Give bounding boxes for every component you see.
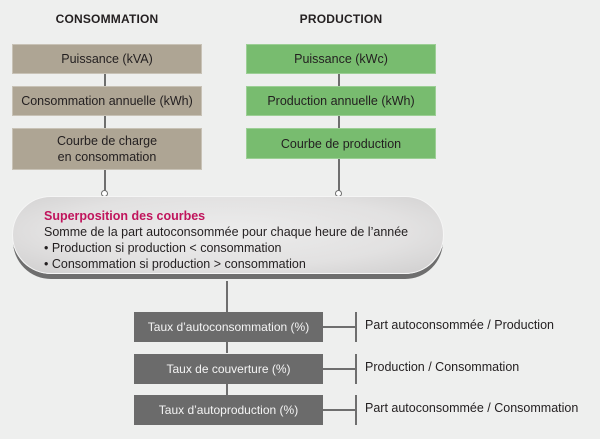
box-taux-couverture: Taux de couverture (%)	[134, 354, 323, 384]
box-puissance-kwc: Puissance (kWc)	[246, 44, 436, 74]
formula-couverture: Production / Consommation	[365, 360, 520, 374]
box-label: Production annuelle (kWh)	[267, 94, 415, 108]
formula-autoproduction: Part autoconsommée / Consommation	[365, 401, 579, 415]
box-taux-autoproduction: Taux d’autoproduction (%)	[134, 395, 323, 425]
bracket-line	[355, 395, 357, 425]
box-taux-autoconsommation: Taux d’autoconsommation (%)	[134, 312, 323, 342]
connector-line	[338, 116, 340, 128]
box-production-annuelle: Production annuelle (kWh)	[246, 86, 436, 116]
connector-line	[104, 74, 106, 86]
superposition-line: • Production si production < consommatio…	[44, 241, 282, 255]
connector-line	[104, 116, 106, 128]
rate-label: Taux d’autoconsommation (%)	[147, 320, 310, 334]
connector-line	[338, 74, 340, 86]
connector-line	[338, 159, 340, 192]
formula-autoconsommation: Part autoconsommée / Production	[365, 318, 554, 332]
connector-line	[226, 383, 228, 395]
rate-label: Taux d’autoproduction (%)	[158, 403, 299, 417]
box-label: Consommation annuelle (kWh)	[21, 94, 193, 108]
consommation-title: CONSOMMATION	[55, 12, 159, 26]
bracket-line	[355, 312, 357, 342]
connector-line	[323, 326, 356, 328]
connector-line	[323, 368, 356, 370]
box-label: Courbe de production	[280, 136, 402, 151]
box-label: Puissance (kWc)	[294, 52, 388, 66]
superposition-title: Superposition des courbes	[44, 209, 206, 223]
connector-line	[104, 170, 106, 192]
rate-label: Taux de couverture (%)	[166, 362, 291, 376]
connector-line	[226, 281, 228, 313]
box-consommation-annuelle: Consommation annuelle (kWh)	[12, 86, 202, 116]
production-title: PRODUCTION	[299, 12, 383, 26]
box-label-line1: Courbe de charge	[56, 134, 158, 148]
connector-line	[323, 409, 356, 411]
bracket-line	[355, 354, 357, 384]
superposition-line: Somme de la part autoconsommée pour chaq…	[44, 225, 409, 239]
box-courbe-de-charge: Courbe de charge en consommation	[12, 128, 202, 170]
box-courbe-de-production: Courbe de production	[246, 128, 436, 159]
box-label: Puissance (kVA)	[61, 52, 153, 66]
connector-line	[226, 341, 228, 353]
superposition-line: • Consommation si production > consommat…	[44, 257, 306, 271]
superposition-pill	[12, 196, 444, 274]
box-label-line2: en consommation	[57, 150, 157, 164]
superposition-text: Superposition des courbes Somme de la pa…	[44, 208, 408, 272]
box-puissance-kva: Puissance (kVA)	[12, 44, 202, 74]
